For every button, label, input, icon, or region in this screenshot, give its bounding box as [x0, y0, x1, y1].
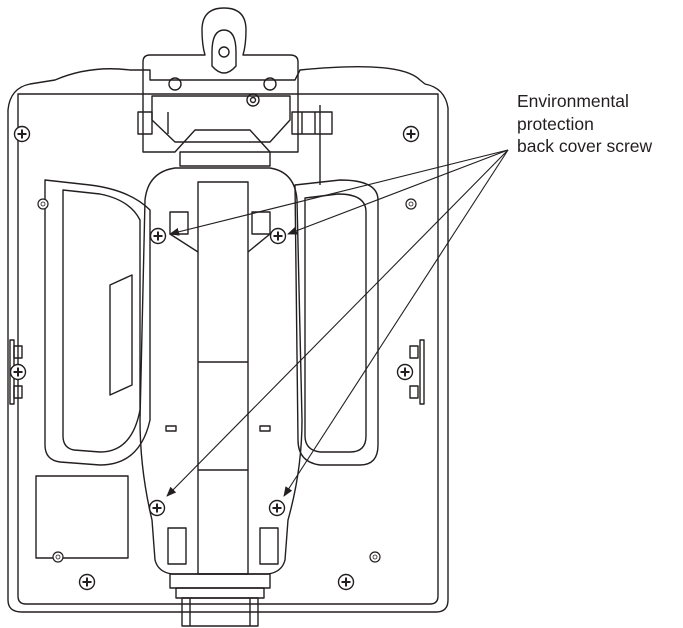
screw-icon: [268, 499, 286, 517]
screw-icon: [337, 573, 355, 591]
screw-icon: [396, 363, 414, 381]
screw-icon: [13, 125, 31, 143]
left-grip: [35, 179, 151, 559]
callout-line-1: Environmental: [517, 91, 629, 111]
screw-icon: [148, 499, 166, 517]
right-latch: [409, 339, 425, 405]
callout-arrows: [166, 149, 509, 497]
arrow-top-right-screw: [287, 149, 509, 235]
arrow-bottom-right-screw: [283, 149, 509, 497]
bottom-connector: [169, 573, 271, 627]
callout-line-2: protection: [517, 113, 594, 134]
screw-icon: [269, 227, 287, 245]
right-grip: [294, 105, 379, 466]
screw-icon: [402, 125, 420, 143]
screws: [9, 125, 420, 591]
callout-line-3: back cover screw: [517, 136, 653, 156]
screw-icon: [78, 573, 96, 591]
screw-icon: [9, 363, 27, 381]
device-body-outline: [7, 65, 449, 613]
screw-icon: [149, 227, 167, 245]
callout-label: Environmental protection back cover scre…: [517, 90, 681, 158]
hanging-hook: [137, 7, 333, 167]
arrow-bottom-left-screw: [166, 149, 509, 497]
arrow-top-left-screw: [169, 149, 509, 236]
